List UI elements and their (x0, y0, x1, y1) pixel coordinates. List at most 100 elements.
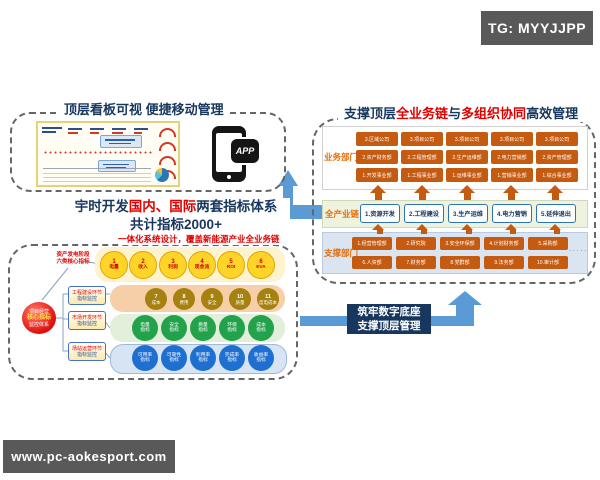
app-icon-label: APP (235, 146, 255, 156)
badge-text: TG: MYYJJPP (487, 20, 587, 36)
indicator-subtitle: 一体化系统设计，覆盖新能源产业全业务链 (118, 233, 280, 245)
org-box: 3.项目公司 (536, 132, 578, 146)
gauge-icon (159, 156, 176, 165)
blue-indicator-circle: 可用率指标 (132, 345, 158, 371)
kpi-bar (112, 132, 123, 134)
org-box: 6.人资部 (352, 256, 392, 269)
org-box: 2.资产财务部 (356, 150, 398, 164)
up-arrow-icon (370, 185, 386, 200)
link-box-market: 市场开发环节 指标监控 (68, 311, 106, 330)
green-indicator-circle: 质量指标 (190, 315, 216, 341)
org-box: 8.党群部 (440, 256, 480, 269)
green-indicator-circle: 成本指标 (248, 315, 274, 341)
core-circle-line1: 项目经营 (28, 308, 49, 315)
blue-indicator-circle: 收益率指标 (248, 345, 274, 371)
org-box: 5.采购部 (528, 237, 568, 250)
org-box: 1.营销事业部 (491, 168, 533, 182)
green-indicator-circle: 安全指标 (161, 315, 187, 341)
kpi-row-orange (110, 285, 285, 312)
dashboard-title-bar (42, 131, 56, 133)
up-arrow-icon (505, 224, 521, 234)
table-row-line (43, 177, 151, 178)
app-icon: APP (231, 139, 259, 163)
watermark-badge-bottom-left: www.pc-aokesport.com (3, 440, 175, 473)
org-box: 10.审计部 (528, 256, 568, 269)
green-indicator-circle: 电量指标 (132, 315, 158, 341)
pie-chart-icon (155, 168, 169, 182)
kpi-bar (68, 132, 78, 134)
org-box: 9.法务部 (484, 256, 524, 269)
indicator-system-title: 宇时开发国内、国际两套指标体系 共计指标2000+ (62, 198, 290, 234)
core-circle-line3: 监控体系 (28, 321, 49, 328)
sparkline-chart-icon (43, 150, 153, 155)
kpi-bar (90, 132, 99, 134)
table-row-line (43, 181, 151, 182)
up-arrow-icon (547, 185, 563, 200)
up-arrow-icon (414, 185, 430, 200)
org-box: 3.项目公司 (446, 132, 488, 146)
indicator-title-line1: 宇时开发国内、国际两套指标体系 (74, 199, 278, 214)
banner-line2: 支撑顶层管理 (357, 320, 421, 332)
up-arrow-icon (459, 185, 475, 200)
annotation-chip (100, 135, 142, 148)
support-row-label: 支撑部门 (324, 248, 359, 258)
indicator-monitor-section-box (8, 244, 298, 380)
org-box: 1.开发事业部 (356, 168, 398, 182)
banner-line1: 筑牢数字底座 (357, 306, 421, 318)
up-arrow-icon (549, 224, 565, 234)
phone-home-button (227, 175, 231, 179)
kpi-block (90, 128, 104, 130)
indicator-title-line2: 共计指标2000+ (130, 217, 222, 232)
table-icon (43, 168, 151, 169)
org-box: 2.生产运维部 (446, 150, 488, 164)
org-box: 1.工程事业部 (401, 168, 443, 182)
chain-step-2: 2.工程建设 (404, 204, 444, 223)
org-box: 3.项目公司 (401, 132, 443, 146)
org-box: 1.经营管理部 (352, 237, 392, 250)
up-arrow-icon (503, 185, 519, 200)
gauge-icon (159, 142, 176, 151)
org-box: 2.电力营销部 (491, 150, 533, 164)
org-box: 3.安全环保部 (440, 237, 480, 250)
org-box: 2.工程管理部 (401, 150, 443, 164)
chain-step-1: 1.资源开发 (360, 204, 400, 223)
up-arrow-icon (416, 224, 432, 234)
badge-text: www.pc-aokesport.com (11, 449, 167, 464)
org-box: 3.区域公司 (356, 132, 398, 146)
blue-indicator-circle: 利用率指标 (190, 345, 216, 371)
ellipsis-more: ····· (569, 246, 588, 255)
org-box: 7.财务部 (396, 256, 436, 269)
table-row-line (43, 173, 151, 174)
link-box-operation: 场站运营环节 指标监控 (68, 342, 106, 361)
business-row-label: 业务部门 (324, 152, 359, 162)
stage-label-line2: 六类核心指标 (56, 258, 90, 265)
annotation-chip (98, 160, 136, 172)
mini-dashboard-thumbnail (36, 121, 180, 187)
organization-section-title: 支撑顶层全业务链与多组织协同高效管理 (338, 103, 585, 122)
link-box-line1: 市场开发环节 (71, 314, 102, 321)
link-box-line2: 指标监控 (76, 351, 97, 358)
link-box-line2: 指标监控 (76, 320, 97, 327)
up-arrow-icon (372, 224, 388, 234)
chain-step-5: 5.延伸退出 (536, 204, 576, 223)
dashboard-title-bar (42, 127, 62, 129)
org-box: 4.计划财务部 (484, 237, 524, 250)
dashboard-section-title: 顶层看板可视 便捷移动管理 (58, 99, 230, 118)
org-box: 3.项目公司 (491, 132, 533, 146)
gauge-icon (159, 128, 176, 137)
kpi-block (112, 128, 126, 130)
chain-step-4: 4.电力营销 (492, 204, 532, 223)
core-indicator-circle: 项目经营 核心指标 监控体系 (22, 302, 56, 334)
link-box-line2: 指标监控 (76, 295, 97, 302)
digital-base-banner: 筑牢数字底座 支撑顶层管理 (347, 304, 431, 334)
green-indicator-circle: 环保指标 (219, 315, 245, 341)
